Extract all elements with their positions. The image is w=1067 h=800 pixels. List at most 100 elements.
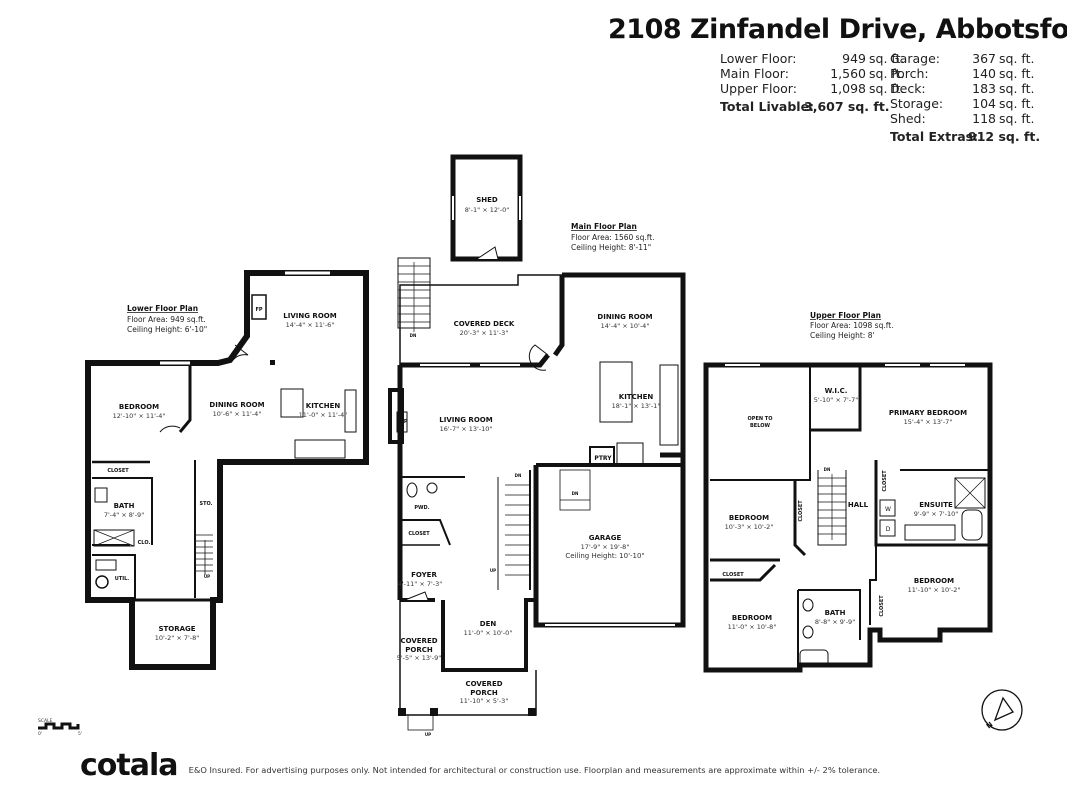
compass-north-label: N bbox=[985, 720, 995, 730]
room-dim: 11'-0" × 10'-0" bbox=[464, 629, 513, 637]
room-name: STORAGE bbox=[158, 625, 195, 633]
room-dim: 16'-7" × 13'-10" bbox=[440, 425, 493, 433]
room-name: KITCHEN bbox=[619, 393, 654, 401]
stat-label: Main Floor: bbox=[720, 66, 789, 81]
stat-unit: sq. ft. bbox=[999, 96, 1035, 111]
lower-plan-ceiling: Ceiling Height: 6'-10" bbox=[127, 325, 207, 334]
room-name: PTRY bbox=[594, 455, 612, 462]
room-name: UTIL. bbox=[115, 576, 130, 582]
room-name: BEDROOM bbox=[729, 514, 769, 522]
total-extras-label: Total Extras: bbox=[890, 129, 979, 144]
stat-unit: sq. ft. bbox=[999, 111, 1035, 126]
main-floor-plan bbox=[388, 257, 686, 731]
room-dim: 4'-11" × 7'-3" bbox=[398, 580, 443, 588]
stat-unit: sq. ft. bbox=[869, 66, 905, 81]
room-name: FOYER bbox=[411, 571, 437, 579]
dryer-label: D bbox=[886, 526, 891, 533]
room-name: ENSUITE bbox=[919, 501, 953, 509]
stat-row-total-livable: Total Livable: 3,607 sq. ft. bbox=[720, 99, 904, 114]
total-livable-label: Total Livable: bbox=[720, 99, 815, 114]
scale-bar bbox=[38, 722, 80, 730]
cotala-logo: cotala bbox=[80, 748, 179, 783]
stat-unit: sq. ft. bbox=[869, 81, 905, 96]
stat-row-garage: Garage: 367 sq. ft. bbox=[890, 51, 1040, 66]
stat-row-shed: Shed: 118 sq. ft. bbox=[890, 111, 1040, 126]
stat-value: 140 bbox=[972, 66, 996, 81]
room-name: GARAGE bbox=[589, 534, 622, 542]
stat-value: 183 bbox=[972, 81, 996, 96]
fireplace-label: FP bbox=[255, 307, 262, 313]
closet-label: CLOSET bbox=[798, 500, 804, 522]
main-plan-ceiling: Ceiling Height: 8'-11" bbox=[571, 243, 651, 252]
room-name: SHED bbox=[476, 196, 498, 204]
room-dim: 7'-4" × 8'-9" bbox=[104, 511, 144, 519]
stat-unit: sq. ft. bbox=[869, 51, 905, 66]
garage-ceiling: Ceiling Height: 10'-10" bbox=[565, 552, 644, 560]
stat-row-porch: Porch: 140 sq. ft. bbox=[890, 66, 1040, 81]
stat-label: Storage: bbox=[890, 96, 944, 111]
stair-up-label: UP bbox=[490, 568, 496, 573]
room-dim: 9'-9" × 7'-10" bbox=[914, 510, 959, 518]
room-name: BATH bbox=[825, 609, 846, 617]
closet-label: CLOSET bbox=[882, 470, 888, 492]
scale-start: 0' bbox=[38, 731, 42, 737]
shed-plan bbox=[450, 154, 523, 262]
room-name: COVERED bbox=[465, 680, 502, 688]
stat-value: 949 bbox=[842, 51, 866, 66]
room-name: BEDROOM bbox=[732, 614, 772, 622]
washer-label: W bbox=[885, 506, 891, 513]
room-name: DINING ROOM bbox=[209, 401, 264, 409]
stair-down-label: DN bbox=[410, 333, 417, 338]
main-floor-labels: Main Floor Plan Floor Area: 1560 sq.ft. … bbox=[397, 222, 661, 737]
upper-plan-heading: Upper Floor Plan bbox=[810, 311, 881, 320]
stat-value: 1,098 bbox=[830, 81, 866, 96]
room-dim: 11'-0" × 11'-4" bbox=[299, 411, 348, 419]
room-name: CLOSET bbox=[408, 531, 430, 537]
room-dim: 10'-6" × 11'-4" bbox=[213, 410, 262, 418]
stair-up-label: UP bbox=[425, 732, 431, 737]
stat-row-deck: Deck: 183 sq. ft. bbox=[890, 81, 1040, 96]
room-dim: 11'-10" × 5'-3" bbox=[460, 697, 509, 705]
north-compass-icon bbox=[981, 689, 1023, 731]
disclaimer-text: E&O Insured. For advertising purposes on… bbox=[188, 765, 881, 775]
stat-label: Shed: bbox=[890, 111, 926, 126]
room-name: DEN bbox=[480, 620, 497, 628]
stat-value: 367 bbox=[972, 51, 996, 66]
stair-down-label: DN bbox=[572, 491, 579, 496]
stair-down-label: DN bbox=[824, 467, 831, 472]
lower-plan-area: Floor Area: 949 sq.ft. bbox=[127, 315, 206, 324]
room-dim: 5'-5" × 13'-9" bbox=[397, 654, 442, 662]
room-name: W.I.C. bbox=[825, 387, 848, 395]
room-name: BEDROOM bbox=[914, 577, 954, 585]
room-dim: 20'-3" × 11'-3" bbox=[460, 329, 509, 337]
stat-label: Lower Floor: bbox=[720, 51, 797, 66]
room-name: BATH bbox=[114, 502, 135, 510]
room-dim: 15'-4" × 13'-7" bbox=[904, 418, 953, 426]
total-extras-value: 912 sq. ft. bbox=[968, 129, 1041, 144]
stat-unit: sq. ft. bbox=[999, 51, 1035, 66]
footer: cotala E&O Insured. For advertising purp… bbox=[80, 748, 880, 783]
room-name: STO. bbox=[199, 501, 212, 507]
lower-floor-plan bbox=[85, 270, 369, 670]
room-name: LIVING ROOM bbox=[283, 312, 336, 320]
open-to-below-label: OPEN TO bbox=[748, 416, 773, 422]
property-address-title: 2108 Zinfandel Drive, Abbotsford bbox=[608, 14, 1067, 45]
main-plan-area: Floor Area: 1560 sq.ft. bbox=[571, 233, 655, 242]
room-dim: 5'-10" × 7'-7" bbox=[814, 396, 859, 404]
extras-area-summary: Garage: 367 sq. ft. Porch: 140 sq. ft. D… bbox=[890, 51, 1040, 144]
stat-unit: sq. ft. bbox=[999, 81, 1035, 96]
stat-row-upper: Upper Floor: 1,098 sq. ft. bbox=[720, 81, 904, 96]
stat-unit: sq. ft. bbox=[999, 66, 1035, 81]
fireplace-label: FP bbox=[400, 419, 407, 425]
upper-floor-plan bbox=[703, 362, 993, 673]
stat-label: Porch: bbox=[890, 66, 929, 81]
lower-floor-labels: Lower Floor Plan Floor Area: 949 sq.ft. … bbox=[104, 304, 348, 642]
room-name: PRIMARY BEDROOM bbox=[889, 409, 967, 417]
upper-plan-ceiling: Ceiling Height: 8' bbox=[810, 331, 875, 340]
room-name: COVERED bbox=[400, 637, 437, 645]
room-dim: 11'-0" × 10'-8" bbox=[728, 623, 777, 631]
room-name: CLOSET bbox=[107, 468, 129, 474]
scale-end: 5' bbox=[78, 731, 82, 737]
upper-plan-area: Floor Area: 1098 sq.ft. bbox=[810, 321, 894, 330]
